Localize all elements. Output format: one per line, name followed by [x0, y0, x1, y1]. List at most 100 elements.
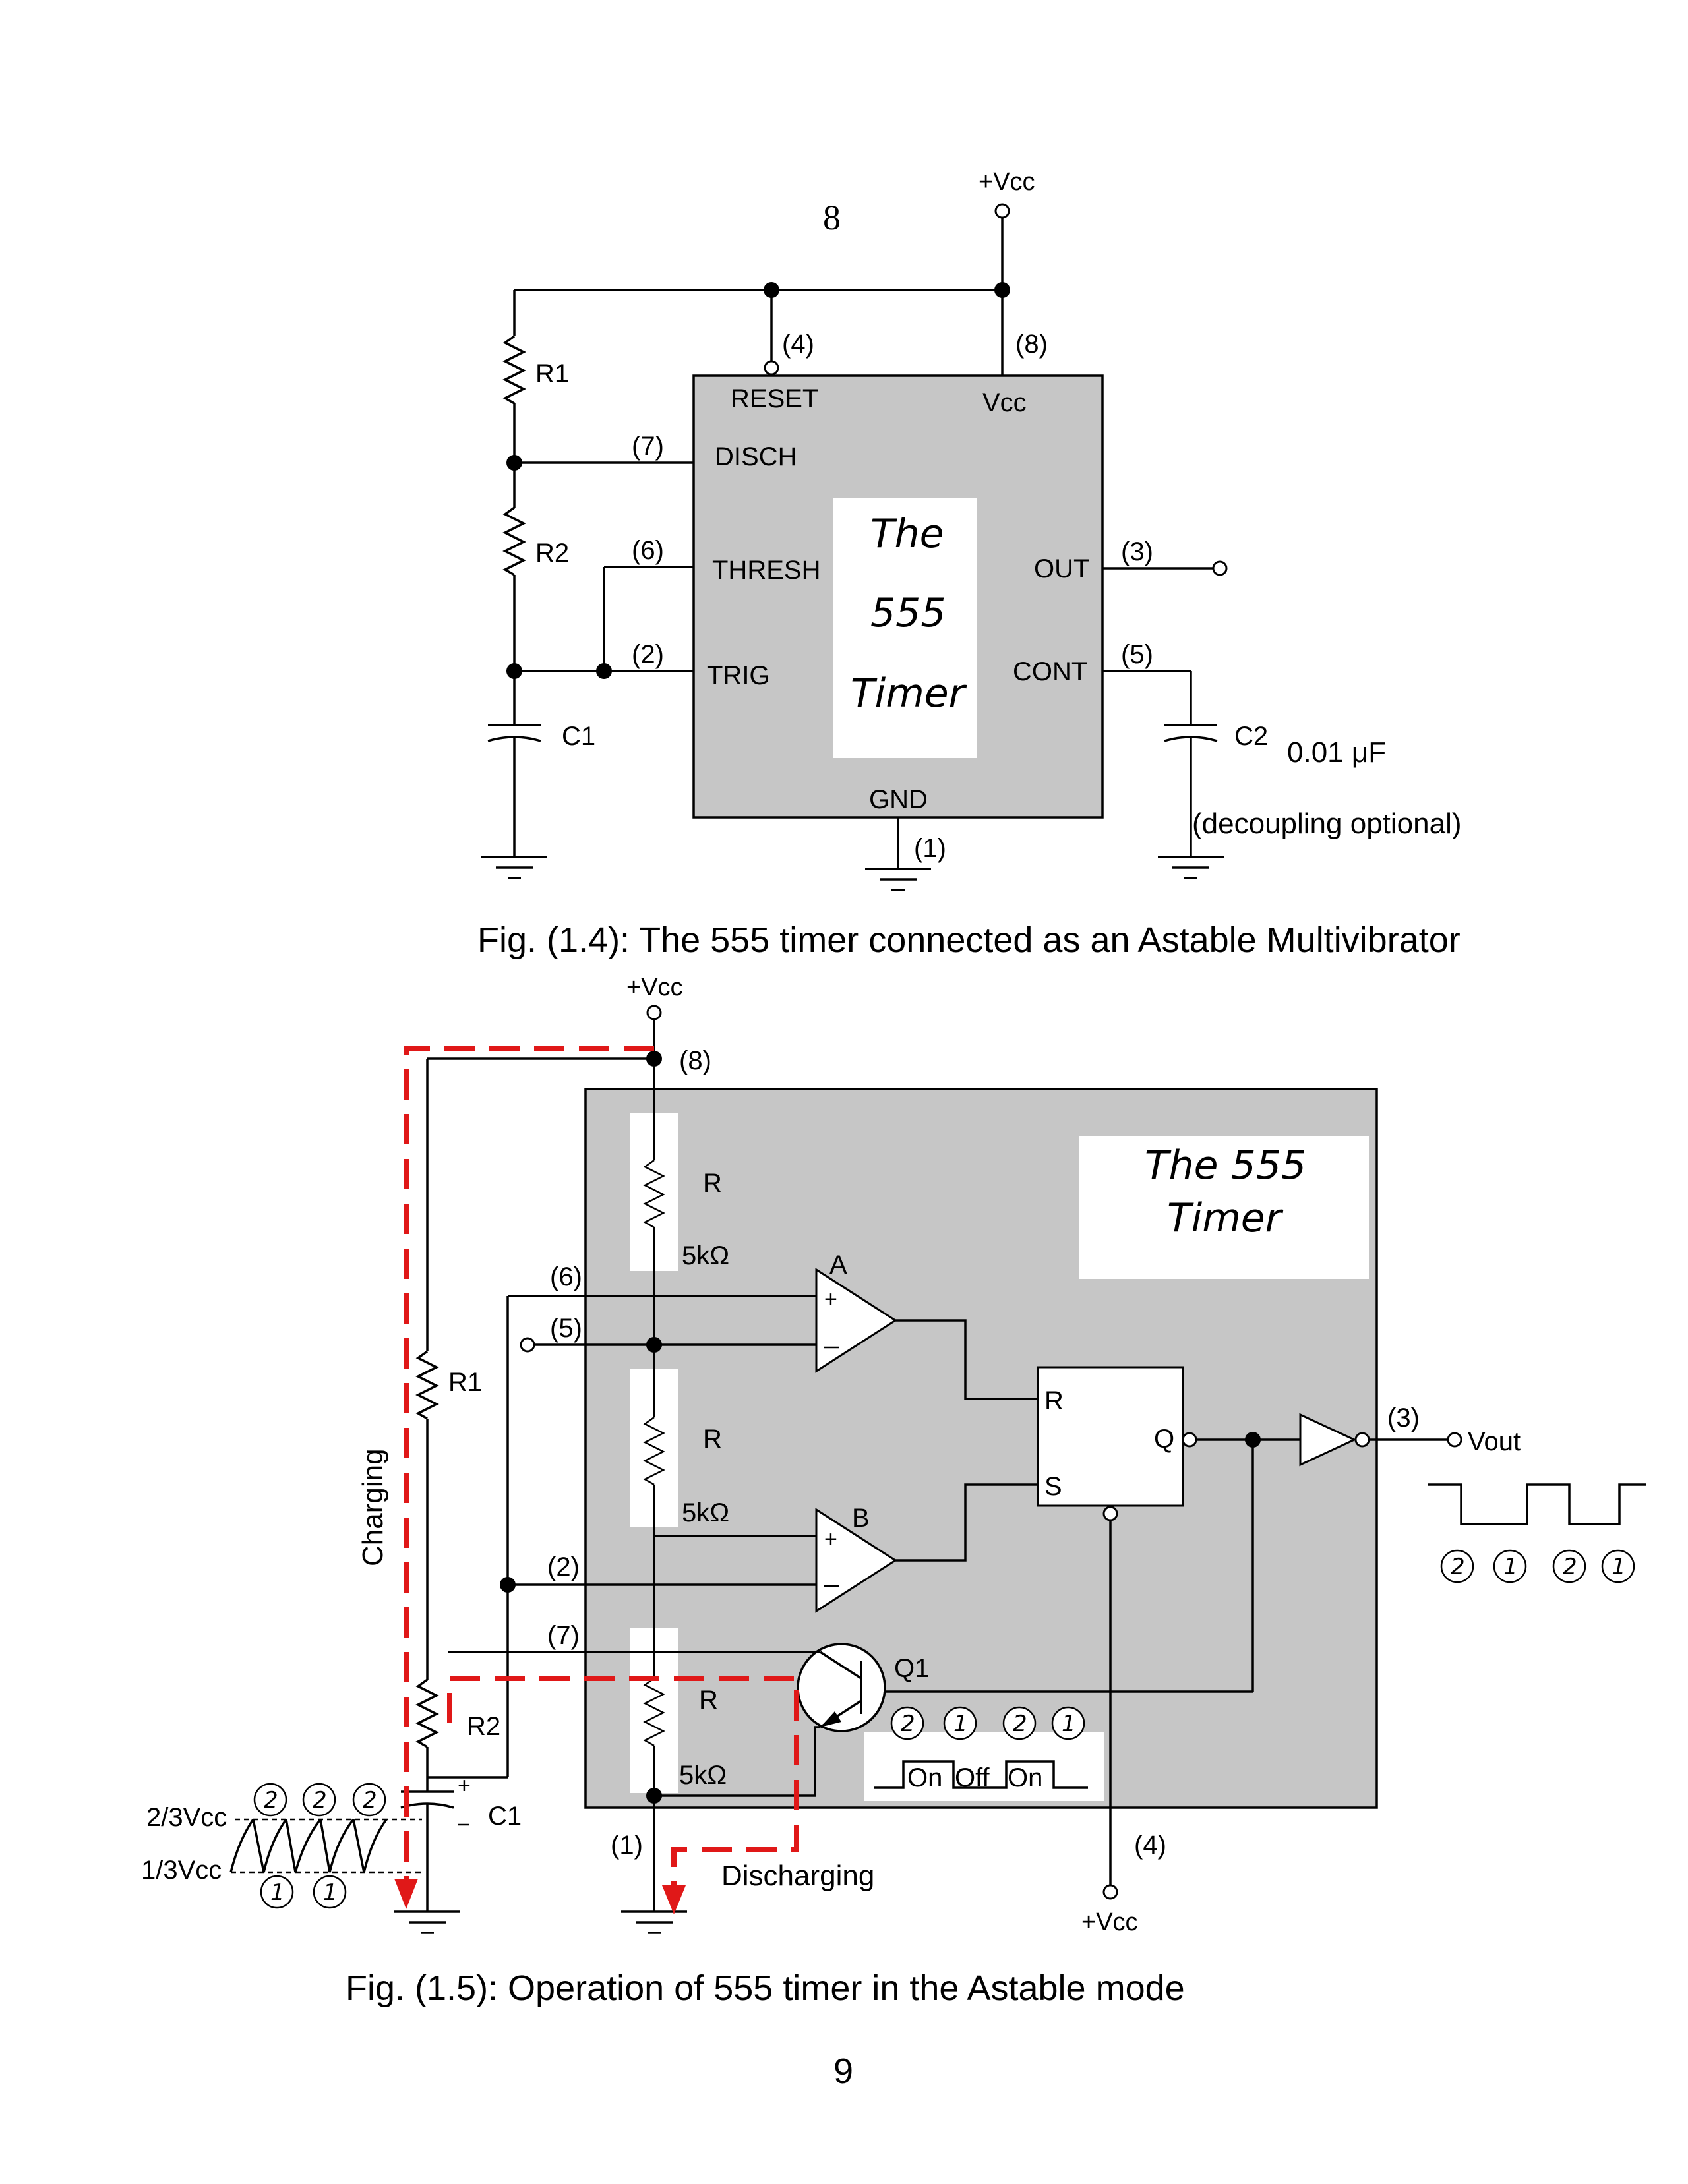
comparator-a-label: A: [829, 1251, 847, 1280]
charging-arrow: [394, 1879, 418, 1909]
comparator-b-label: B: [852, 1504, 870, 1533]
svg-text:2: 2: [1451, 1554, 1465, 1580]
discharging-path: [447, 1676, 799, 1889]
pin-name-trig: TRIG: [707, 661, 770, 690]
ff-reset-bubble: [1102, 1506, 1118, 1521]
vcc-top-label: +Vcc: [626, 974, 683, 1001]
ff-q-label: Q: [1154, 1425, 1174, 1454]
c1-label: C1: [488, 1802, 522, 1831]
junction: [500, 1577, 516, 1593]
discharging-arrow: [662, 1885, 686, 1914]
pin-name-disch: DISCH: [715, 442, 797, 471]
internal-waveform: [874, 1760, 1088, 1789]
chip-title-box: [833, 498, 977, 758]
res-label-bottom: R: [699, 1686, 718, 1715]
pin-4-label: (4): [1134, 1831, 1166, 1860]
c1-plus: +: [458, 1773, 471, 1798]
chip-title-box: [1079, 1136, 1369, 1279]
figure-1-4: +Vcc 8 (4) (8) The 555 Timer RESET Vcc D…: [477, 168, 1462, 960]
two-thirds-label: 2/3Vcc: [146, 1803, 227, 1832]
cap-voltage-wave: [229, 1818, 388, 1873]
svg-text:2: 2: [1563, 1554, 1577, 1580]
pin-2-label: (2): [547, 1552, 580, 1581]
svg-text:1: 1: [1503, 1554, 1518, 1580]
vcc-bottom-label: +Vcc: [1081, 1908, 1138, 1936]
pin-name-reset: RESET: [731, 384, 818, 413]
pin-name-gnd: GND: [869, 785, 928, 814]
cap-phase-markers: 2 2 2 1 1: [253, 1783, 386, 1909]
chip-title-line3: Timer: [851, 670, 967, 717]
svg-text:1: 1: [953, 1711, 968, 1737]
ff-s-label: S: [1044, 1472, 1062, 1501]
pin-4-label: (4): [782, 330, 814, 359]
pin-1-label: (1): [914, 834, 946, 863]
chip-title-line2: 555: [870, 590, 946, 636]
ff-r-label: R: [1044, 1386, 1064, 1415]
svg-text:2: 2: [1013, 1711, 1027, 1737]
output-phase-markers: 2 1 2 1: [1440, 1549, 1635, 1583]
svg-text:1: 1: [270, 1879, 285, 1906]
divider-resistor-mid: [643, 1416, 665, 1486]
svg-text:1: 1: [1062, 1711, 1076, 1737]
figure-1-5-caption: Fig. (1.5): Operation of 555 timer in th…: [346, 1968, 1185, 2008]
res-value-mid: 5kΩ: [682, 1498, 729, 1527]
chip-title-line1: The 555: [1145, 1142, 1306, 1189]
res-value-bottom: 5kΩ: [679, 1761, 727, 1790]
figure-1-4-caption: Fig. (1.4): The 555 timer connected as a…: [477, 920, 1461, 960]
vout-terminal: [1447, 1432, 1462, 1448]
r1-resistor: [502, 335, 526, 405]
r1-label: R1: [535, 359, 569, 388]
pin-name-thresh: THRESH: [712, 556, 820, 585]
vcc-label-top: +Vcc: [979, 168, 1035, 196]
res-label-mid: R: [703, 1425, 722, 1454]
pin-3-label: (3): [1387, 1403, 1420, 1432]
vcc-terminal: [994, 203, 1010, 219]
pin-name-cont: CONT: [1013, 657, 1087, 686]
comparator-a: [815, 1268, 897, 1373]
chip-title-line2: Timer: [1167, 1195, 1284, 1241]
page-number: 9: [833, 2051, 853, 2091]
output-waveform: [1428, 1483, 1646, 1525]
svg-text:1: 1: [1612, 1554, 1626, 1580]
pin-8-label: (8): [679, 1046, 711, 1075]
out-terminal: [1212, 560, 1228, 576]
one-third-label: 1/3Vcc: [141, 1856, 222, 1885]
svg-text:2: 2: [313, 1787, 327, 1814]
res-value-top: 5kΩ: [682, 1241, 729, 1270]
discharging-label: Discharging: [721, 1860, 874, 1892]
r1-label: R1: [448, 1368, 482, 1397]
pin-7-label: (7): [547, 1621, 580, 1650]
c2-value: 0.01 μF: [1287, 736, 1386, 769]
transistor-q1: [797, 1643, 886, 1732]
charging-path: [404, 1046, 654, 1885]
pin-7-label: (7): [632, 432, 664, 461]
pin-5-label: (5): [1121, 640, 1153, 669]
divider-resistor-bottom: [643, 1677, 665, 1747]
internal-phase-markers: 2 1 2 1: [890, 1706, 1085, 1740]
pin-name-out: OUT: [1034, 554, 1089, 583]
c2-label: C2: [1234, 722, 1268, 751]
res-label-top: R: [703, 1169, 722, 1198]
internal-on-1: On: [907, 1763, 942, 1792]
junction: [994, 282, 1010, 298]
reset-bubble: [764, 360, 779, 376]
pin-5-label: (5): [550, 1314, 582, 1343]
pin-6-label: (6): [632, 536, 664, 565]
c1-label: C1: [562, 722, 595, 751]
comparator-b-plus: +: [824, 1527, 837, 1552]
pin-8-label: (8): [1015, 330, 1048, 359]
svg-text:2: 2: [264, 1787, 278, 1814]
svg-text:2: 2: [363, 1787, 377, 1814]
svg-text:1: 1: [323, 1879, 338, 1906]
r2-label: R2: [467, 1712, 500, 1741]
chip-title-line1: The: [870, 511, 944, 557]
vout-label: Vout: [1468, 1427, 1521, 1456]
vcc-bottom-terminal: [1102, 1884, 1118, 1900]
pin-3-label: (3): [1121, 537, 1153, 566]
pin-name-vcc: Vcc: [982, 388, 1027, 417]
charging-label: Charging: [357, 1448, 389, 1566]
ff-q-bubble: [1182, 1432, 1197, 1448]
q1-label: Q1: [894, 1654, 929, 1683]
output-inverter: [1299, 1413, 1357, 1467]
